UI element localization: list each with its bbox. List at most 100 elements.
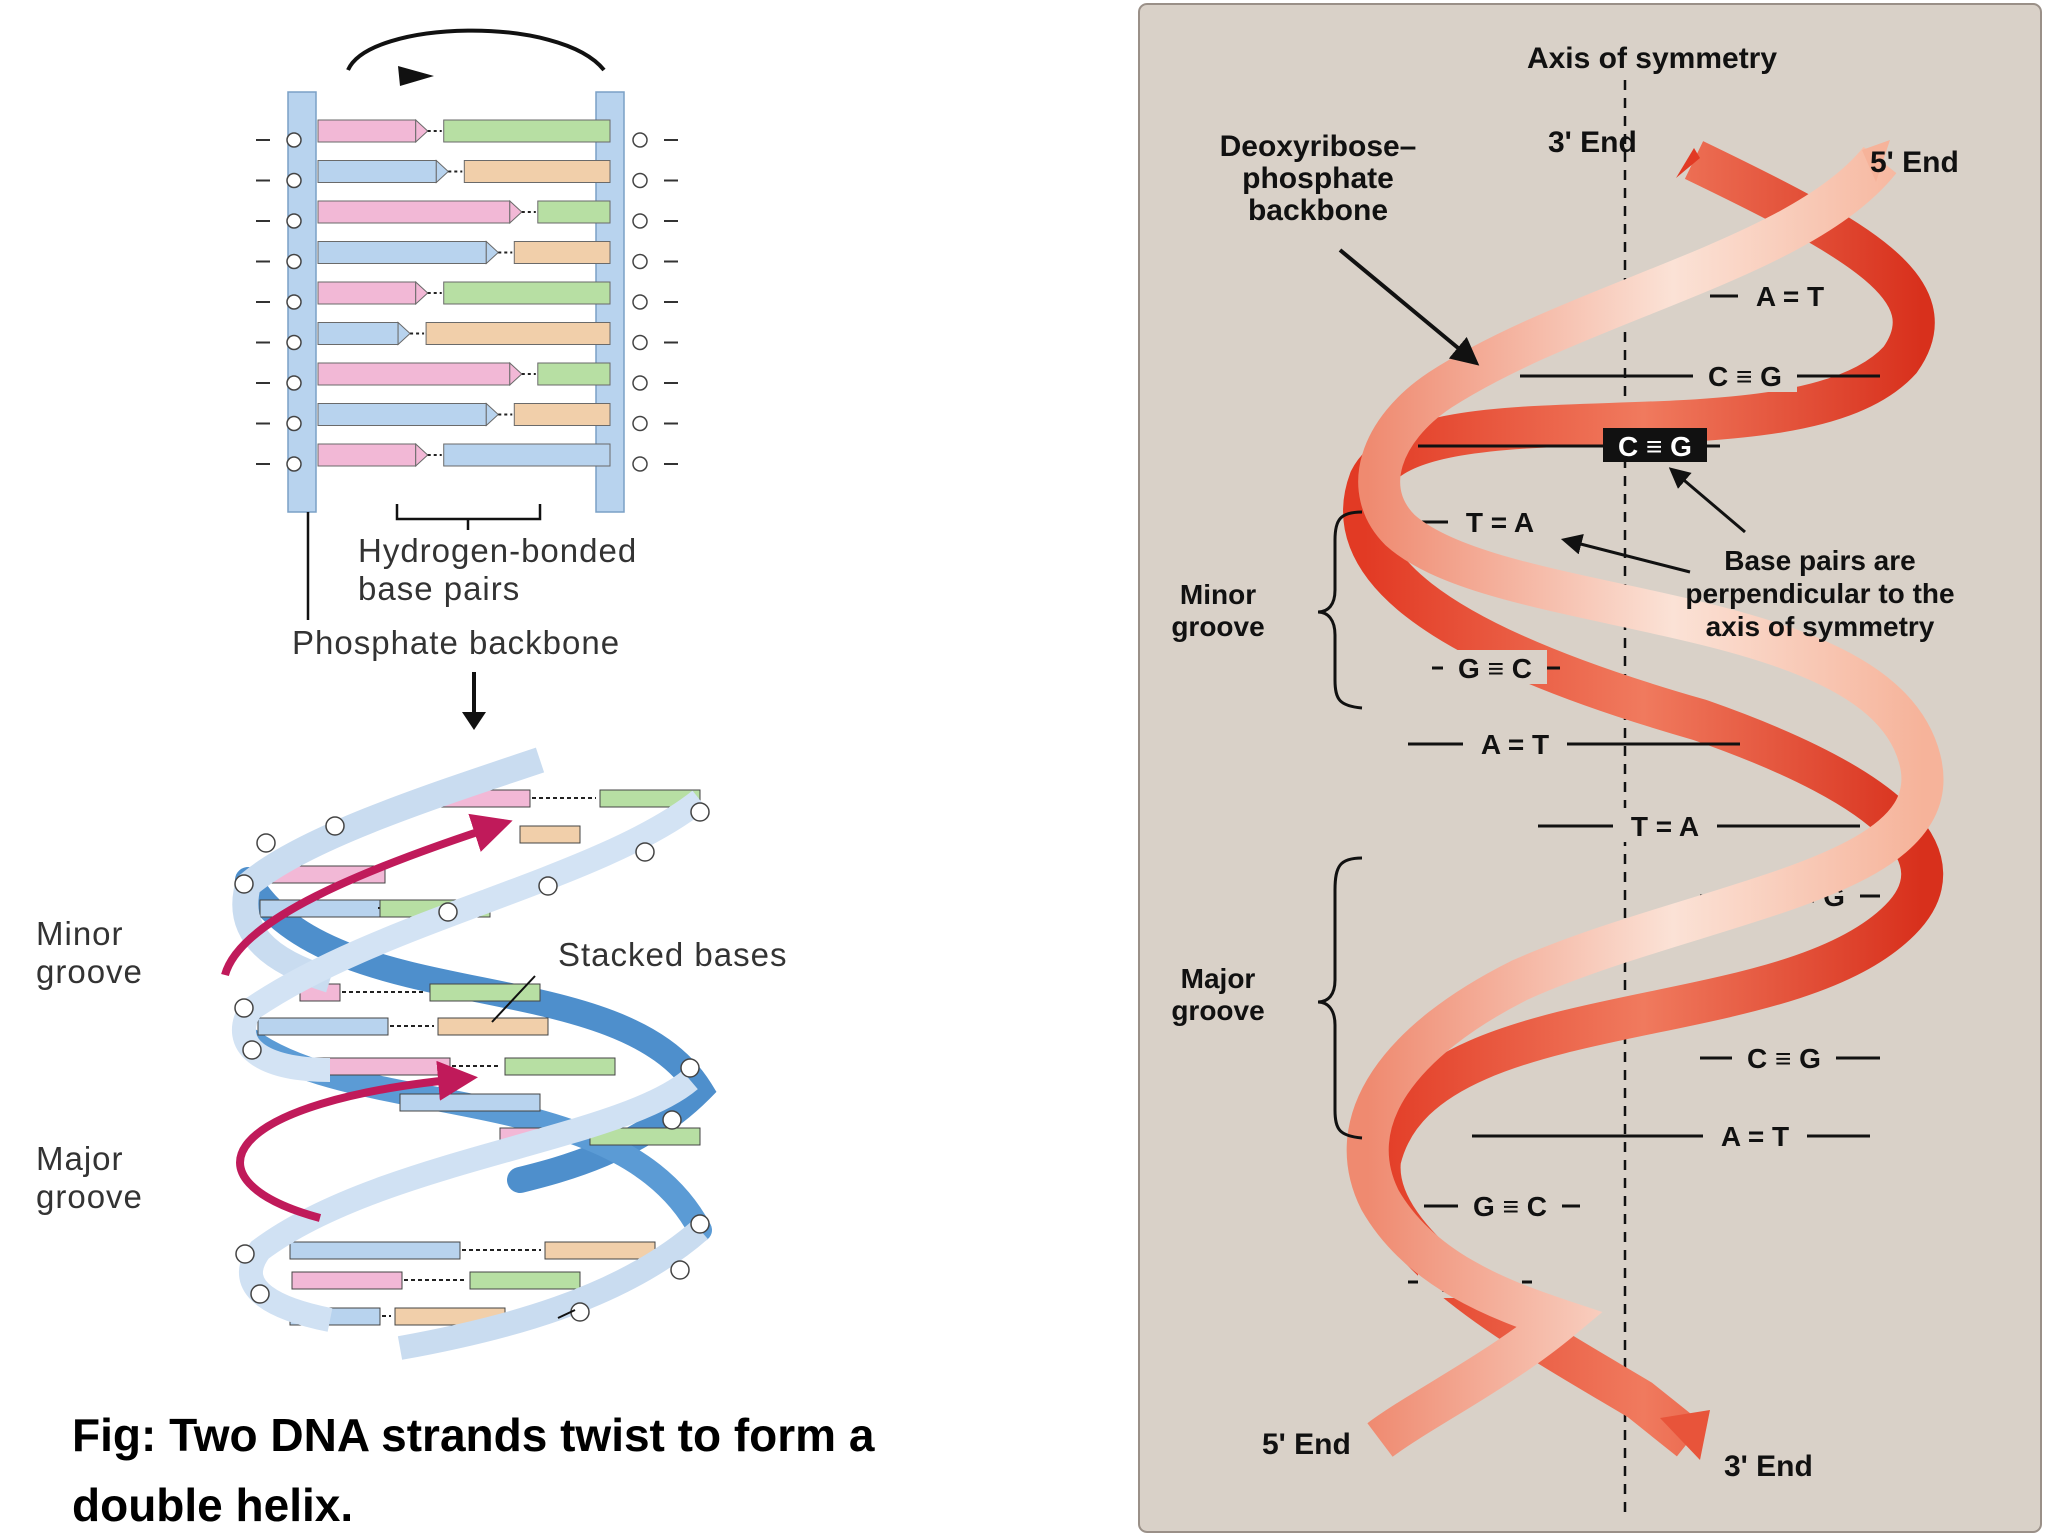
stacked-bases-pointer (491, 975, 536, 1023)
caption-line-2: double helix. (72, 1479, 354, 1531)
phosphate-circle (286, 415, 302, 432)
base-right (513, 403, 611, 426)
phosphate-circle (680, 1058, 700, 1078)
phosphate-circle (250, 1284, 270, 1304)
base-left-tip (509, 361, 523, 387)
major-groove-arrow (236, 1060, 478, 1222)
pair-label-bg (1613, 808, 1717, 842)
phosphate-circle (235, 1244, 255, 1264)
minor-groove-brace (1317, 510, 1363, 710)
front-strand-bottom (397, 1220, 708, 1360)
ladder-diagram: Hydrogen-bonded base pairs Phosphate bac… (256, 28, 678, 730)
base-left-tip (415, 280, 429, 306)
phosphate-circle (286, 456, 302, 472)
stacked-base (469, 1271, 581, 1290)
stacked-base (544, 1241, 656, 1260)
base-pair-label: G ≡ C (1458, 653, 1532, 684)
base-pair-label: T = A (1631, 811, 1699, 842)
major-groove-brace (1317, 856, 1363, 1140)
base-left (317, 241, 487, 264)
phosphate-circle (632, 294, 648, 310)
rotation-arrowhead (398, 66, 434, 86)
pair-label-bg (1738, 278, 1842, 312)
base-left-tip (509, 199, 523, 225)
h-bonded-label-2: base pairs (358, 570, 520, 607)
stacked-base (599, 789, 701, 808)
note-arrow-2 (1560, 533, 1691, 574)
note-arrow-1 (1668, 467, 1746, 534)
three-end-top-label: 3' End (1548, 126, 1637, 159)
phosphate-circle (538, 876, 558, 896)
phosphate-circle (632, 334, 648, 351)
base-pairs-note-2: perpendicular to the (1685, 578, 1954, 609)
base-right (463, 160, 611, 183)
phosphate-backbone-label: Phosphate backbone (292, 624, 620, 661)
phosphate-circle (234, 998, 254, 1018)
base-left (317, 281, 417, 305)
five-end-tip-top (1862, 140, 1890, 182)
figure-caption: Fig: Two DNA strands twist to form a dou… (72, 1400, 972, 1540)
base-pairs-note-3: axis of symmetry (1706, 611, 1935, 642)
front-strand-upper (232, 790, 708, 1082)
base-pair-label: T = A (1466, 507, 1534, 538)
base-pair-label: A = T (1756, 281, 1824, 312)
ladder-rungs (256, 118, 678, 472)
left-major-groove-2: groove (36, 1178, 143, 1215)
stacked-base (437, 1017, 549, 1036)
five-end-bottom-label: 5' End (1262, 1428, 1351, 1461)
phosphate-circle (670, 1260, 690, 1280)
base-left-tip (415, 442, 429, 468)
phosphate-circle (286, 375, 302, 391)
stacked-bases-label: Stacked bases (558, 936, 787, 973)
base-left (317, 443, 417, 467)
pair-label-bg (1443, 650, 1547, 684)
phosphate-circle (286, 334, 302, 351)
left-minor-groove-1: Minor (36, 915, 124, 952)
base-right (513, 241, 611, 264)
base-left (317, 362, 511, 386)
phosphate-circle (632, 375, 648, 391)
backbone-label-2: phosphate (1242, 162, 1394, 195)
phosphate-circle (570, 1302, 590, 1322)
base-pair-label: C ≡ G (1708, 361, 1782, 392)
right-helix-panel: A = TC ≡ GC ≡ GT = AG ≡ CA = TT = AC ≡ G… (1138, 3, 2042, 1533)
pair-label-bg (1463, 726, 1567, 760)
phosphate-circle (325, 816, 345, 836)
phosphate-circle (632, 415, 648, 432)
backbone-pointer-arrow (1338, 248, 1480, 366)
phosphate-circle (256, 833, 276, 853)
phosphate-circle (286, 172, 302, 189)
axis-of-symmetry-label: Axis of symmetry (1527, 42, 1777, 75)
base-right (425, 322, 611, 345)
base-right (537, 362, 611, 386)
base-pair-label: A = T (1721, 1121, 1789, 1152)
rotation-arrow (346, 28, 606, 72)
pair-label-bg (1693, 358, 1797, 392)
backbone-label-3: backbone (1248, 194, 1388, 227)
base-left (317, 119, 417, 143)
base-left (317, 322, 399, 345)
base-left-tip (435, 159, 450, 184)
base-right (443, 281, 611, 305)
base-left (317, 160, 437, 183)
left-minor-groove-2: groove (36, 953, 143, 990)
base-pair-label: C ≡ G (1618, 431, 1692, 462)
pair-label-bg (1703, 1118, 1807, 1152)
base-left-tip (415, 118, 429, 144)
base-right (443, 443, 611, 467)
phosphate-circle (286, 253, 302, 270)
three-end-bottom-label: 3' End (1724, 1450, 1813, 1483)
base-right (537, 200, 611, 224)
down-arrowhead (462, 712, 486, 730)
stacked-base (504, 1057, 616, 1076)
stacked-base (289, 1241, 461, 1260)
three-end-tip-bottom (1660, 1410, 1710, 1460)
h-bonded-label-1: Hydrogen-bonded (358, 532, 637, 569)
phosphate-circle (690, 802, 710, 822)
base-left (317, 403, 487, 426)
right-major-groove-2: groove (1171, 995, 1264, 1026)
base-left-tip (397, 321, 411, 346)
phosphate-circle (690, 1214, 710, 1234)
phosphate-circle (662, 1110, 682, 1130)
